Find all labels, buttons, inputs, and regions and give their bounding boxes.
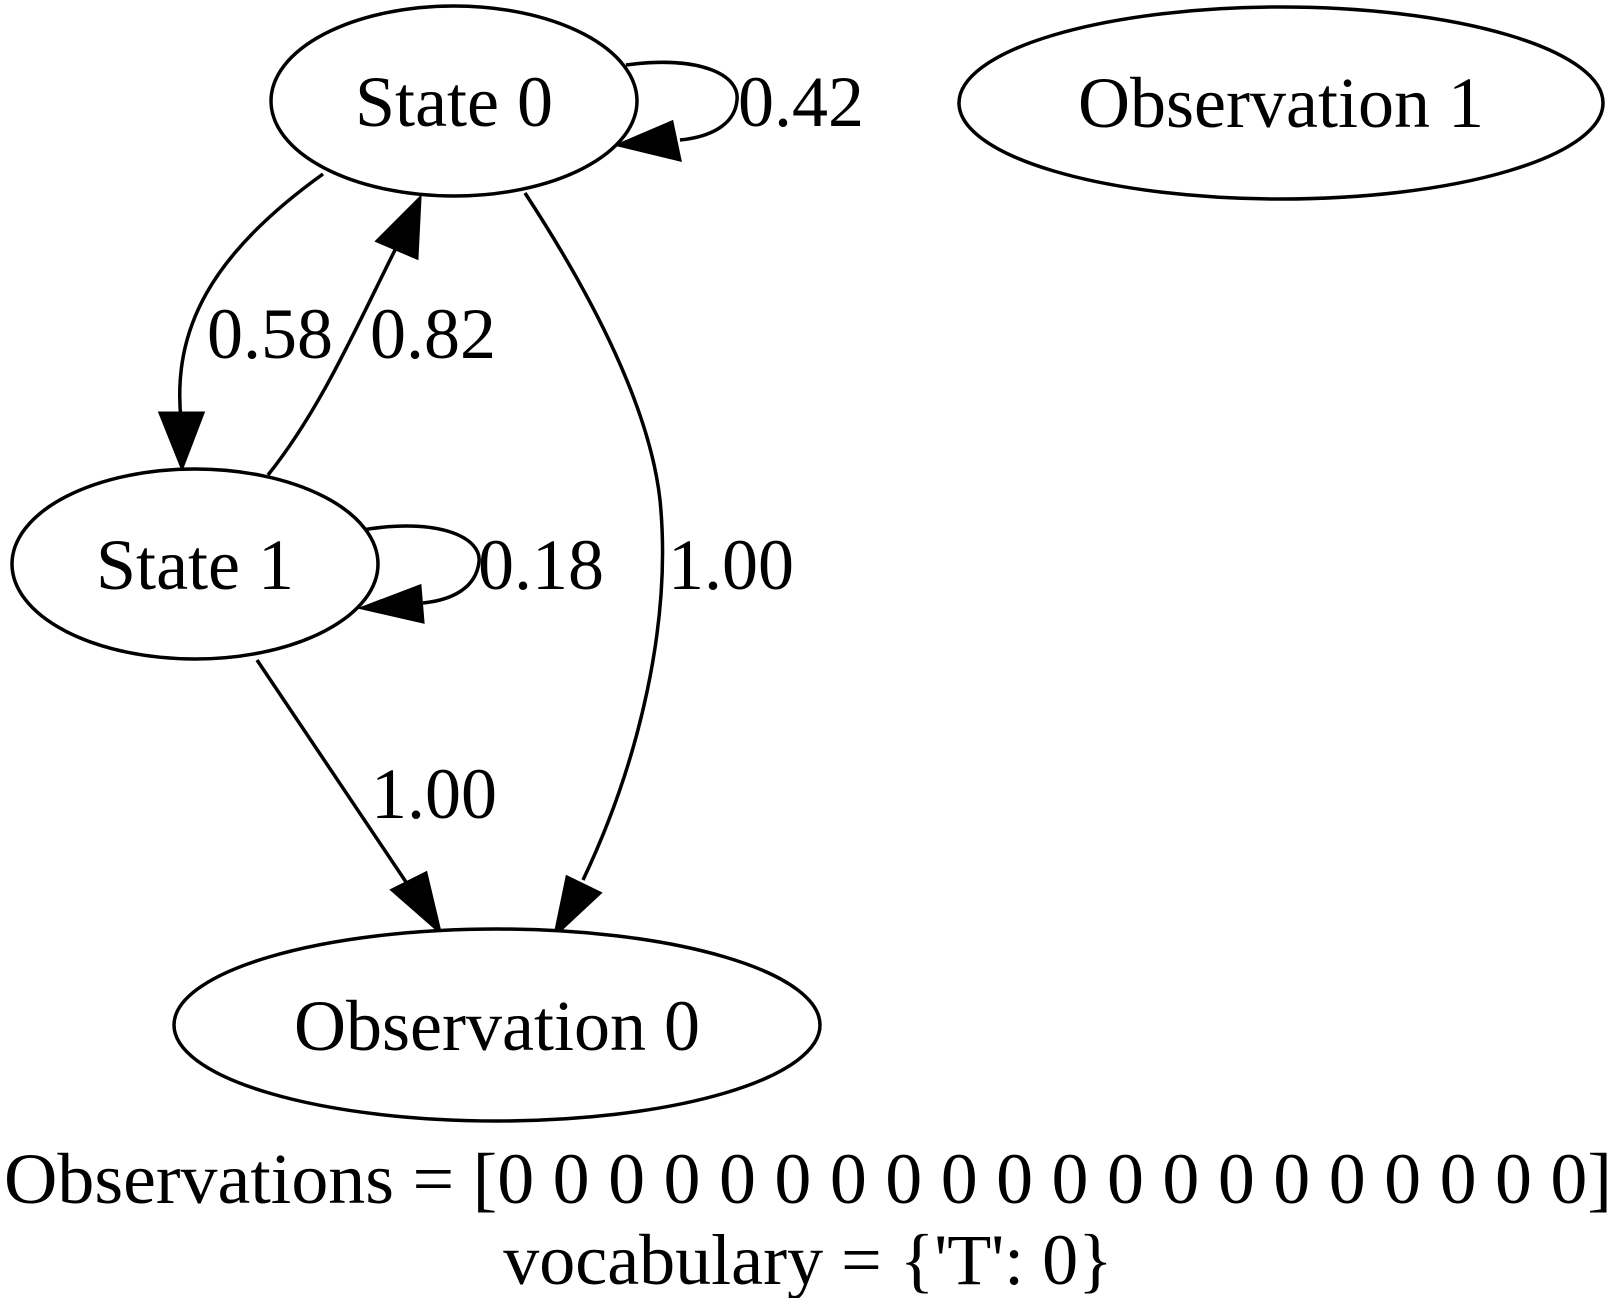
caption-vocabulary: vocabulary = {'T': 0} — [503, 1220, 1113, 1298]
node-observation-1-label: Observation 1 — [1078, 63, 1484, 143]
node-state-1: State 1 — [10, 467, 380, 661]
edge-label-state1-to-state0: 0.82 — [370, 294, 496, 374]
node-observation-1: Observation 1 — [957, 5, 1605, 201]
edge-state1-self — [356, 524, 481, 624]
edge-state1-to-observation0 — [255, 659, 443, 937]
node-state-0-label: State 0 — [355, 62, 553, 142]
edge-state0-to-observation0 — [523, 192, 665, 940]
caption-observations: Observations = [0 0 0 0 0 0 0 0 0 0 0 0 … — [4, 1139, 1612, 1219]
edge-label-state0-to-state1: 0.58 — [207, 294, 333, 374]
node-state-1-label: State 1 — [96, 525, 294, 605]
edge-label-state1-self: 0.18 — [478, 525, 604, 605]
edge-label-state0-to-observation0: 1.00 — [668, 525, 794, 605]
node-observation-0-label: Observation 0 — [294, 986, 700, 1066]
edge-state1-to-state0 — [266, 194, 422, 477]
edge-state0-to-state1 — [157, 172, 325, 473]
node-state-0: State 0 — [269, 4, 639, 198]
node-observation-0: Observation 0 — [172, 927, 822, 1123]
edge-label-state0-self: 0.42 — [738, 62, 864, 142]
edge-state0-self — [613, 60, 739, 163]
edge-label-state1-to-observation0: 1.00 — [371, 754, 497, 834]
